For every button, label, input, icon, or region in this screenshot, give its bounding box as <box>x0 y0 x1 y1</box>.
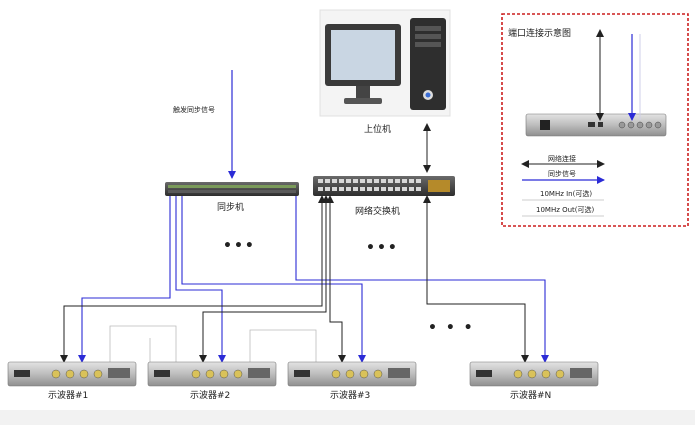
network-lines <box>60 195 529 363</box>
oscilloscope-3 <box>287 361 417 387</box>
oscilloscope-2-label: 示波器#2 <box>190 389 230 401</box>
bottom-band <box>0 410 695 425</box>
sync-lines <box>78 196 549 363</box>
oscilloscope-n <box>469 361 599 387</box>
inset-title: 端口连接示意图 <box>508 27 571 39</box>
host-label: 上位机 <box>364 123 391 135</box>
ellipsis-sync: ••• <box>223 238 256 254</box>
host-pc <box>319 9 451 117</box>
sync-label: 同步机 <box>217 201 244 213</box>
legend-network: 网络连接 <box>548 154 576 163</box>
legend-ref-in: 10MHz In(可选) <box>540 189 592 198</box>
network-switch <box>313 176 455 196</box>
pc-tower-icon <box>410 18 446 110</box>
oscilloscope-2 <box>147 361 277 387</box>
ellipsis-scopes: • • • <box>428 320 475 336</box>
oscilloscope-1 <box>7 361 137 387</box>
port-connection-inset: 端口连接示意图 网络连接 同步信号 10MHz In(可选) 10MHz Out… <box>501 13 689 227</box>
switch-label: 网络交换机 <box>355 205 400 217</box>
legend-sync: 同步信号 <box>548 169 576 178</box>
sync-unit <box>165 182 299 196</box>
trigger-label: 触发同步信号 <box>173 105 215 114</box>
oscilloscope-n-label: 示波器#N <box>510 389 551 401</box>
legend-ref-out: 10MHz Out(可选) <box>536 205 595 214</box>
oscilloscope-3-label: 示波器#3 <box>330 389 370 401</box>
ellipsis-switch: ••• <box>366 240 399 256</box>
oscilloscope-1-label: 示波器#1 <box>48 389 88 401</box>
